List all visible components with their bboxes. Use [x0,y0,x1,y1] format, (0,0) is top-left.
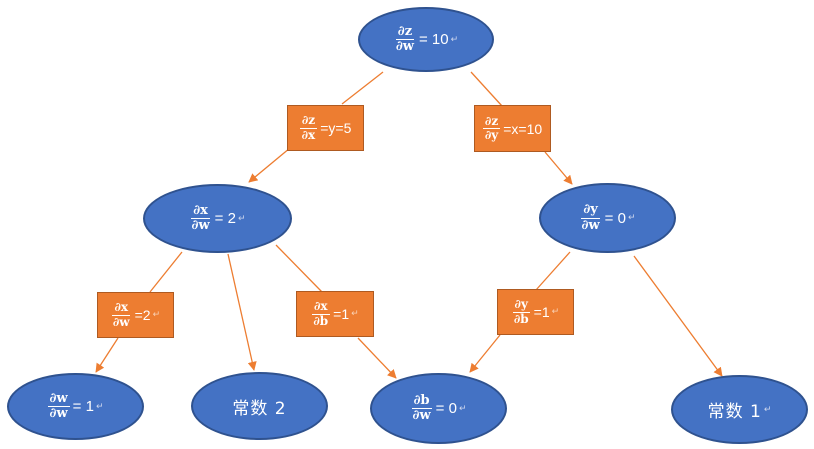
edge-label-dy-db: ∂y ∂b =1 ↵ [497,289,574,335]
return-mark: ↵ [627,213,636,223]
edge-value: =1 [333,306,350,322]
node-dx-dw: ∂x ∂w = 2 ↵ [143,184,292,253]
edge-label-dx-dw: ∂x ∂w =2 ↵ [97,292,174,338]
denominator: ∂w [191,218,210,233]
fraction: ∂b ∂w [411,392,433,424]
fraction: ∂x ∂b [311,300,330,327]
fraction: ∂y ∂w [580,202,602,233]
numerator: ∂w [47,390,70,407]
node-dw-dw: ∂w ∂w = 1 ↵ [7,373,144,440]
fraction: ∂z ∂x [299,113,318,142]
node-label: 常数 2 [232,398,287,419]
arrow-y-to-b [535,251,571,291]
return-mark: ↵ [763,404,772,415]
arrow-z-to-x-lower [248,147,291,183]
return-mark: ↵ [95,401,104,412]
node-value: = 10 [418,31,449,48]
numerator: ∂z [395,23,415,40]
fraction: ∂x ∂w [111,301,132,328]
numerator: ∂y [581,202,600,219]
edge-value: =x=10 [503,120,543,137]
edge-label-dx-db: ∂x ∂b =1 ↵ [296,291,374,337]
return-mark: ↵ [351,309,359,319]
arrow-y-to-b-lower [469,334,501,373]
denominator: ∂b [513,311,529,326]
fraction: ∂z ∂w [394,23,416,55]
edge-value: =y=5 [320,120,352,136]
node-value: = 1 [72,398,94,415]
numerator: ∂z [299,113,318,129]
fraction: ∂x ∂w [190,202,212,234]
arrow-y-to-const1 [633,255,723,377]
node-value: = 2 [214,210,236,227]
node-dy-dw: ∂y ∂w = 0 ↵ [539,183,676,253]
numerator: ∂x [191,202,210,219]
numerator: ∂b [411,392,432,409]
fraction: ∂w ∂w [47,390,70,422]
node-db-dw: ∂b ∂w = 0 ↵ [370,373,507,444]
numerator: ∂y [512,297,530,313]
denominator: ∂w [412,408,431,423]
edge-label-dz-dx: ∂z ∂x =y=5 [287,105,364,151]
denominator: ∂w [581,217,600,233]
arrow-z-to-y [470,71,503,107]
edge-value: =2 [134,307,151,323]
node-value: = 0 [435,400,457,417]
denominator: ∂x [301,127,316,142]
numerator: ∂x [311,299,330,315]
arrow-x-to-w-lower [95,337,119,373]
node-const-2: 常数 2 [191,372,328,440]
return-mark: ↵ [551,307,560,317]
fraction: ∂y ∂b [512,298,531,325]
numerator: ∂x [112,300,131,316]
numerator: ∂z [482,113,501,129]
denominator: ∂y [484,128,499,142]
edge-label-dz-dy: ∂z ∂y =x=10 [474,105,551,152]
arrow-x-to-b-lower [357,337,397,379]
return-mark: ↵ [237,213,246,224]
denominator: ∂w [395,39,414,54]
arrow-x-to-b [275,244,323,293]
arrow-z-to-x [341,71,384,105]
return-mark: ↵ [458,403,467,414]
return-mark: ↵ [450,34,459,45]
edge-value: =1 [533,304,550,320]
node-const-1: 常数 1 ↵ [671,375,808,444]
denominator: ∂b [313,313,329,328]
return-mark: ↵ [152,310,161,320]
arrow-x-to-w [149,251,183,293]
node-dz-dw: ∂z ∂w = 10 ↵ [358,7,494,72]
arrow-z-to-y-lower [544,151,573,185]
fraction: ∂z ∂y [482,113,501,142]
node-value: = 0 [604,209,626,227]
denominator: ∂w [49,406,68,421]
denominator: ∂w [112,314,130,329]
node-label: 常数 1 [707,402,762,422]
arrow-x-to-const2 [227,253,257,371]
